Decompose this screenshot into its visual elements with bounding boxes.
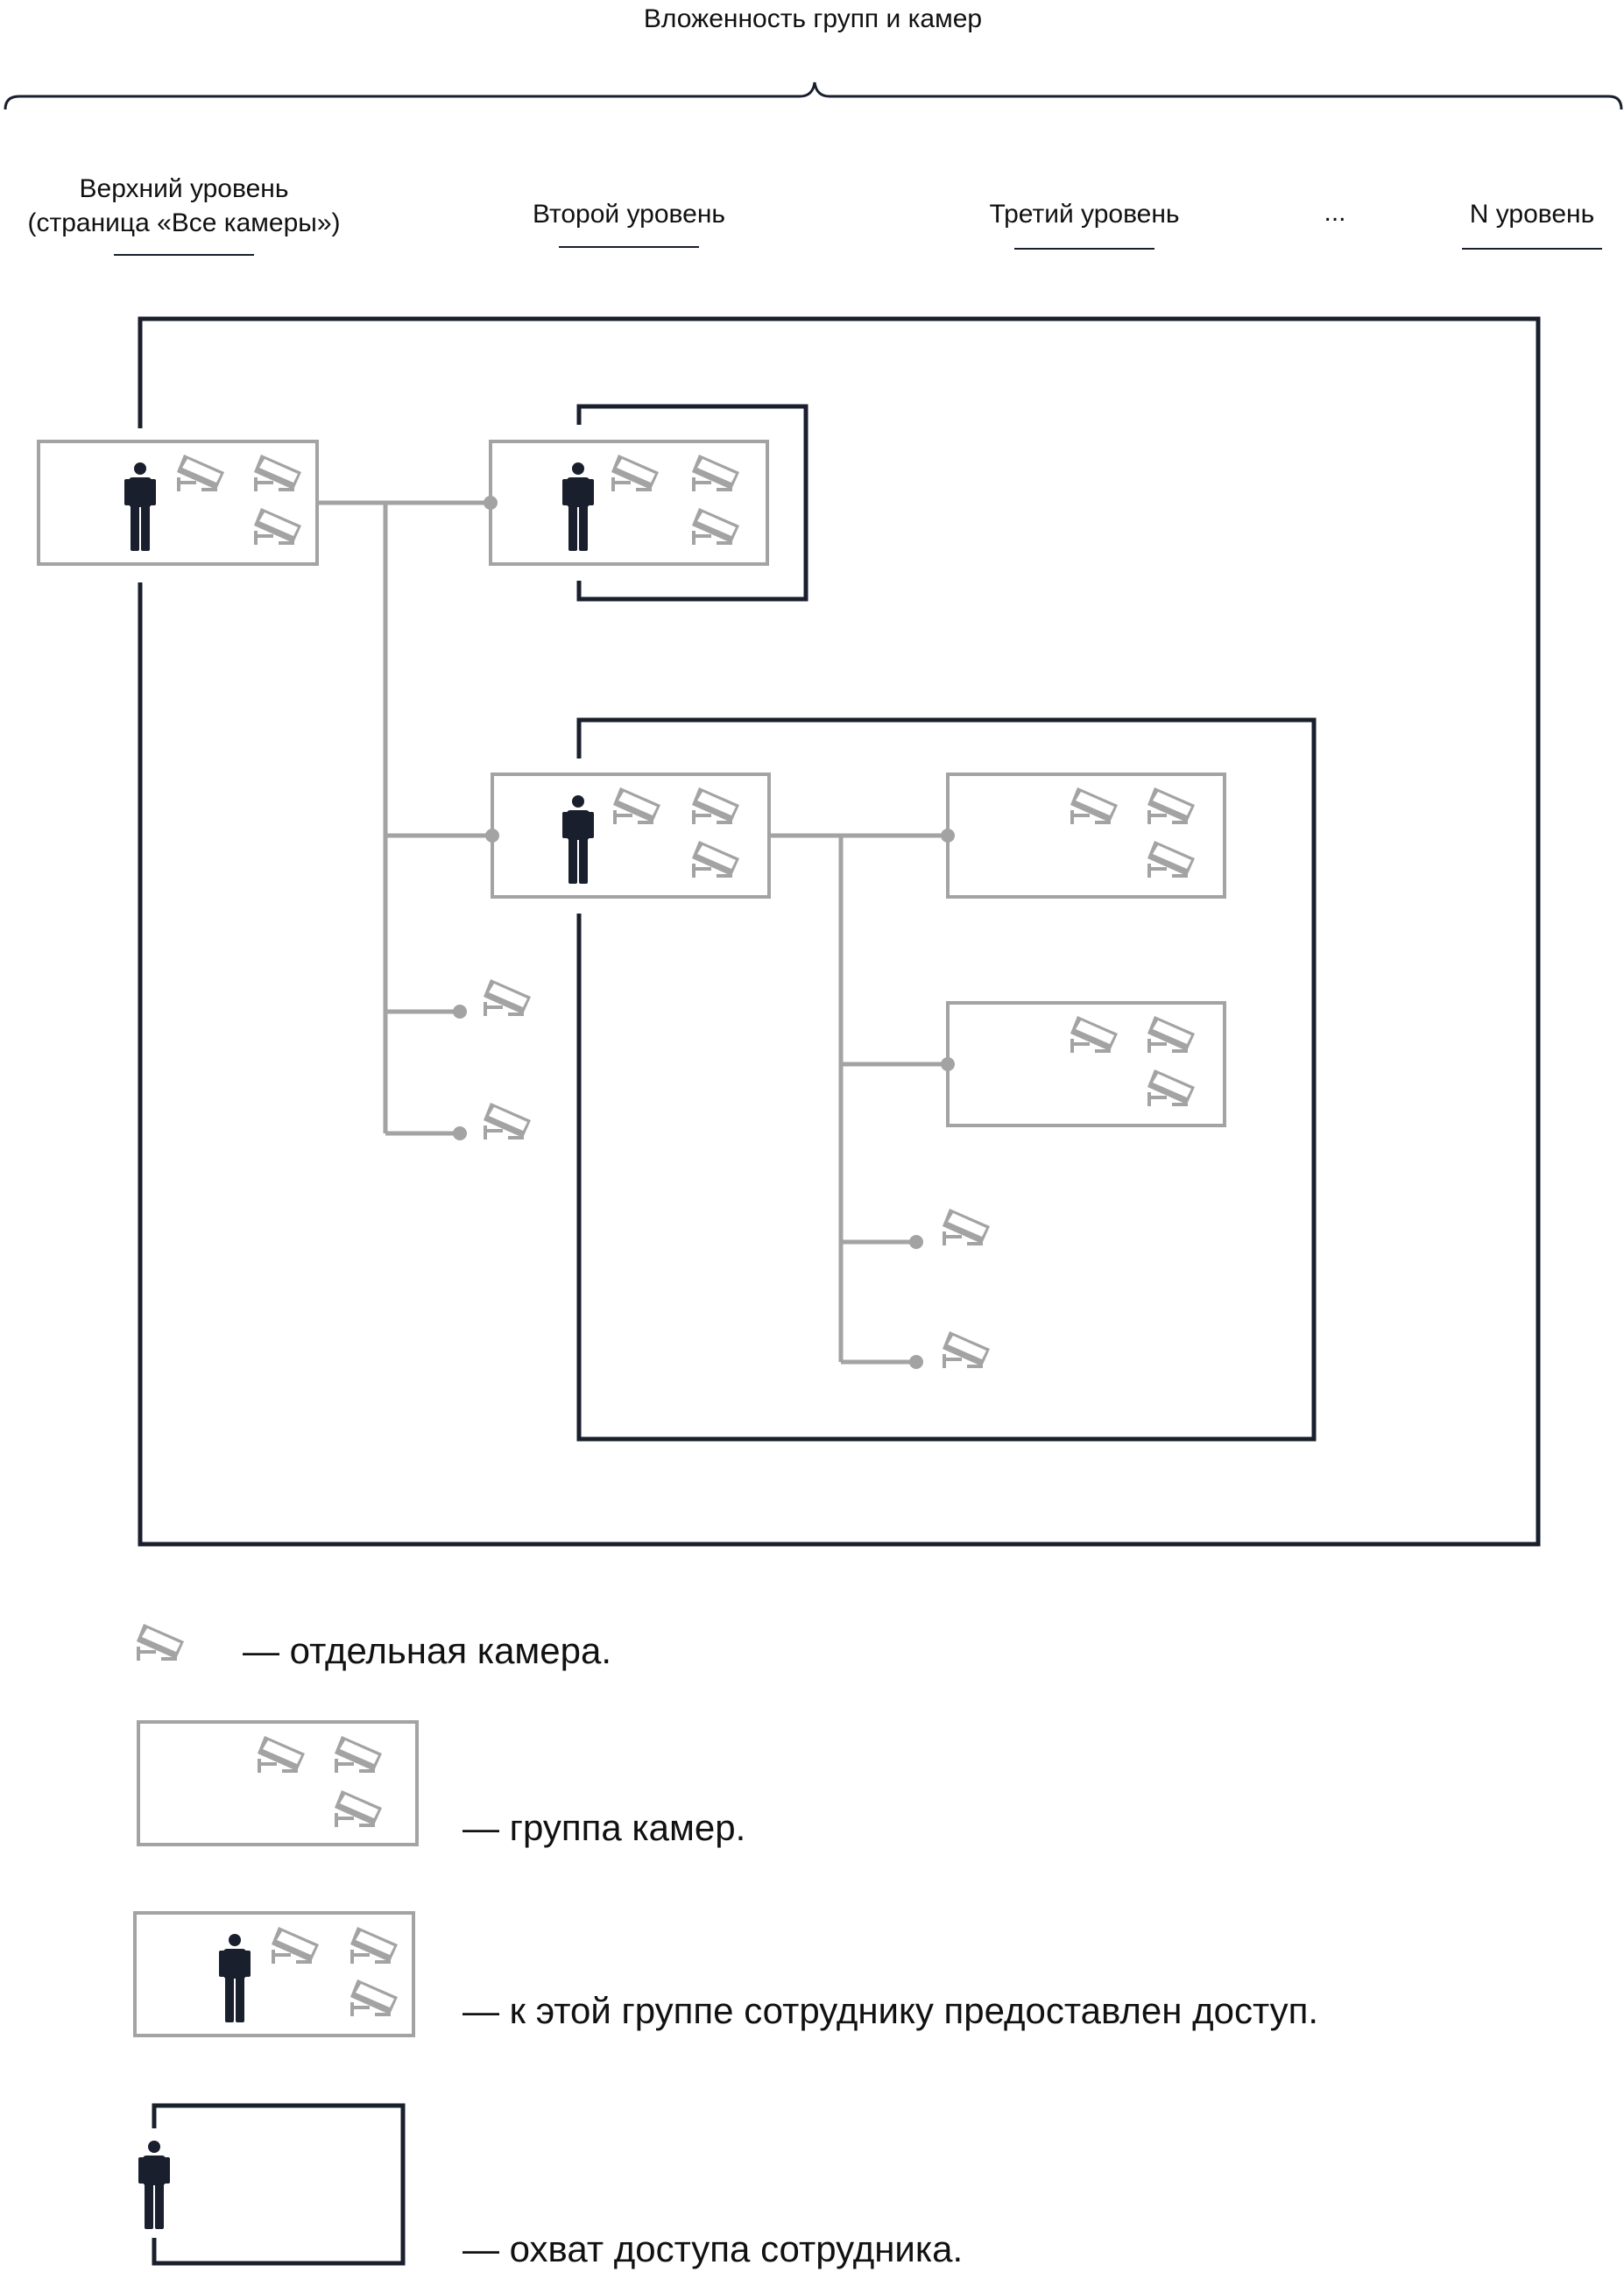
camera-icon[interactable] (484, 1103, 531, 1140)
camera-icon (137, 1624, 184, 1661)
scope-frame-outer (138, 316, 1541, 1547)
level-label-top-line1: Верхний уровень (80, 174, 289, 203)
legend-scope-text: — охват доступа сотрудника. (462, 2228, 963, 2269)
legend: — отдельная камера. — группа камер. — к … (133, 1624, 1318, 2269)
person-icon (124, 462, 156, 551)
camera-icon (692, 841, 739, 878)
diagram-title: Вложенность групп и камер (644, 4, 982, 33)
camera-icon[interactable] (943, 1209, 990, 1245)
camera-icon (1147, 841, 1195, 878)
person-icon (219, 1934, 251, 2022)
legend-camera-text: — отдельная камера. (243, 1630, 611, 1671)
camera-icon (692, 787, 739, 824)
person-icon (562, 462, 594, 551)
scope-frame-group-b (576, 717, 1317, 1442)
camera-icon (692, 508, 739, 545)
camera-icon (692, 455, 739, 491)
camera-icon (350, 1927, 398, 1964)
group-box-third-level-a[interactable] (946, 773, 1226, 899)
camera-icon (613, 787, 660, 824)
level-label-third: Третий уровень (989, 200, 1179, 229)
level-label-second: Второй уровень (533, 200, 725, 229)
legend-scope-frame (152, 2103, 406, 2266)
scope-frame-group-a (576, 404, 808, 602)
person-icon (138, 2141, 170, 2229)
camera-icon (272, 1927, 319, 1964)
group-box-second-level-a[interactable] (489, 440, 769, 566)
camera-icon (1147, 1069, 1195, 1106)
person-icon (562, 795, 594, 884)
camera-icon (1147, 1016, 1195, 1053)
camera-icon[interactable] (484, 979, 531, 1016)
camera-icon[interactable] (943, 1331, 990, 1368)
tree-connectors (317, 496, 955, 1369)
camera-icon (254, 455, 301, 491)
level-label-ellipsis: ... (1324, 198, 1345, 227)
camera-icon (254, 508, 301, 545)
camera-icon (1070, 1016, 1118, 1053)
group-box-third-level-b[interactable] (946, 1001, 1226, 1127)
level-headers: Верхний уровень (страница «Все камеры») … (27, 174, 1602, 256)
legend-access-group-text: — к этой группе сотруднику предоставлен … (462, 1990, 1318, 2031)
camera-icon (258, 1736, 305, 1773)
level-label-n: N уровень (1470, 200, 1595, 229)
level-label-top-line2: (страница «Все камеры») (27, 208, 340, 237)
camera-icon (335, 1790, 382, 1827)
levels-brace (4, 81, 1623, 110)
camera-icon (1147, 787, 1195, 824)
camera-icon (611, 455, 659, 491)
legend-group-text: — группа камер. (462, 1807, 745, 1848)
camera-icon (335, 1736, 382, 1773)
camera-icon (1070, 787, 1118, 824)
legend-access-group-box (133, 1911, 415, 2037)
group-box-top-level[interactable] (37, 440, 319, 566)
group-box-second-level-b[interactable] (491, 773, 771, 899)
camera-icon (177, 455, 224, 491)
legend-group-box (137, 1720, 419, 1846)
camera-icon (350, 1979, 398, 2016)
